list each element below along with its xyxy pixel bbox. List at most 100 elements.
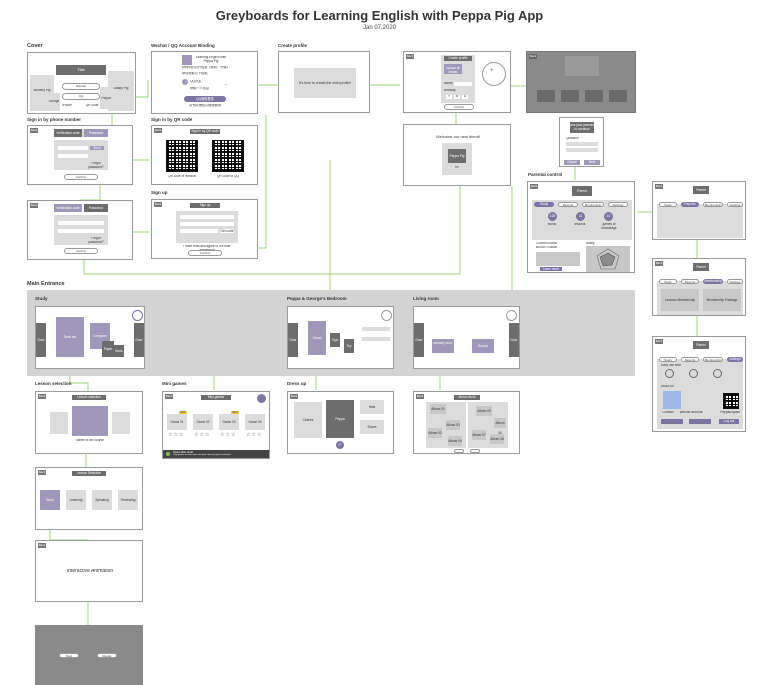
back-button[interactable]: Back xyxy=(655,339,663,344)
tab-reports[interactable]: Reports xyxy=(681,202,699,207)
tab-settings[interactable]: Settings xyxy=(608,202,628,207)
confirm-button[interactable]: Confirm xyxy=(188,250,222,256)
confirm-button[interactable]: Confirm xyxy=(64,248,98,254)
contact-button[interactable] xyxy=(661,419,683,424)
phone-input[interactable] xyxy=(58,221,104,225)
tab-membership[interactable]: Membership xyxy=(703,279,723,284)
album-item-6[interactable]: Album 06 xyxy=(494,418,506,435)
album-item-3[interactable]: Album 03 xyxy=(446,420,460,430)
logout-button[interactable]: Log out xyxy=(719,419,739,424)
course-prev[interactable] xyxy=(50,412,68,434)
tab-membership[interactable]: Membership xyxy=(703,357,723,362)
tab-settings[interactable]: Settings xyxy=(727,202,743,207)
story-card[interactable]: Story xyxy=(40,490,60,510)
closet[interactable]: Closet xyxy=(308,321,326,355)
back-button[interactable]: Back xyxy=(655,184,663,189)
code-input[interactable] xyxy=(180,229,218,233)
time-option-3[interactable] xyxy=(713,369,722,378)
next-button[interactable]: Next xyxy=(59,653,79,658)
door[interactable]: Door xyxy=(288,323,298,357)
qq-login-button[interactable]: QQ xyxy=(62,93,100,100)
time-option-1[interactable] xyxy=(665,369,674,378)
back-button[interactable]: Back xyxy=(165,394,173,399)
phone-input[interactable] xyxy=(58,146,88,150)
next-button[interactable]: Next xyxy=(584,160,600,165)
listening-card[interactable]: Listening xyxy=(66,490,86,510)
album-item-8[interactable]: Album 08 xyxy=(490,434,504,444)
day-field[interactable]: D xyxy=(462,95,468,99)
album-item-2[interactable]: Album 02 xyxy=(428,428,442,438)
course-next[interactable] xyxy=(112,412,130,434)
back-button[interactable]: Back xyxy=(530,184,538,189)
confirm-button[interactable]: Confirm xyxy=(444,104,474,110)
back-button[interactable]: Back xyxy=(30,203,38,208)
avatar-icon[interactable] xyxy=(381,310,392,321)
back-button[interactable]: Back xyxy=(406,54,414,59)
tab-study[interactable]: Study xyxy=(659,202,677,207)
lessons-membership-card[interactable]: Lessons Membership xyxy=(661,289,699,311)
plus-icon[interactable]: + xyxy=(490,68,494,74)
tab-settings[interactable]: Settings xyxy=(727,357,743,362)
reviewing-card[interactable]: Reviewing xyxy=(118,490,138,510)
character-card-1[interactable] xyxy=(537,90,555,102)
year-field[interactable]: Y xyxy=(446,95,452,99)
door-left[interactable]: Door xyxy=(36,323,46,357)
tab-reports[interactable]: Reports xyxy=(681,279,699,284)
replay-button[interactable]: Replay xyxy=(97,653,117,658)
tab-verification-code[interactable]: Verification code xyxy=(54,204,82,212)
learn-more-button[interactable]: Learn more xyxy=(540,267,562,271)
door-right[interactable]: Door xyxy=(134,323,144,357)
tab-password[interactable]: Password xyxy=(84,204,108,212)
avatar-icon[interactable] xyxy=(506,310,517,321)
tab-verification-code[interactable]: Verification code xyxy=(54,129,82,137)
forgot-link[interactable]: Forgot password? xyxy=(88,237,104,244)
shoes-panel[interactable]: Shoes xyxy=(360,420,384,434)
membership-package-card[interactable]: Membership Package xyxy=(703,289,741,311)
tab-password[interactable]: Password xyxy=(84,129,108,137)
door-left[interactable]: Door xyxy=(414,323,424,357)
back-button[interactable]: Back xyxy=(154,202,162,207)
gate-answer-1[interactable] xyxy=(566,142,598,146)
book[interactable]: Book xyxy=(114,345,124,357)
qr-login-link[interactable]: QR code xyxy=(85,104,99,107)
character-card-2[interactable] xyxy=(561,90,579,102)
iphone-login-link[interactable]: iPhone xyxy=(62,104,72,107)
code-input[interactable] xyxy=(58,154,88,158)
tab-settings[interactable]: Settings xyxy=(727,279,743,284)
character-card-4[interactable] xyxy=(609,90,627,102)
phone-input[interactable] xyxy=(180,215,234,219)
tab-membership[interactable]: Membership xyxy=(582,202,604,207)
back-button[interactable]: Back xyxy=(655,261,663,266)
password-input[interactable] xyxy=(180,222,234,226)
hats-panel[interactable]: Hats xyxy=(360,400,384,414)
back-button[interactable]: Back xyxy=(30,128,38,133)
wechat-login-button[interactable]: Wechat xyxy=(62,83,100,90)
game-card-1[interactable]: Game 01 xyxy=(167,414,187,430)
time-option-2[interactable] xyxy=(689,369,698,378)
get-code-button[interactable]: Get code xyxy=(220,229,234,233)
cancel-button[interactable]: Cancel xyxy=(564,160,580,165)
character-card-3[interactable] xyxy=(585,90,603,102)
password-input[interactable] xyxy=(58,229,104,233)
course-card[interactable] xyxy=(72,406,108,436)
prev-page-button[interactable] xyxy=(454,449,464,453)
door-right[interactable]: Door xyxy=(509,323,519,357)
avatar-upload[interactable]: Upload an avatar xyxy=(444,64,462,74)
album-item-1[interactable]: Album 01 xyxy=(430,404,446,414)
avatar-icon[interactable] xyxy=(132,310,143,321)
toy[interactable]: Toy xyxy=(344,339,354,353)
avatar-icon[interactable] xyxy=(257,394,266,403)
back-button[interactable]: Back xyxy=(290,394,298,399)
confirm-button[interactable]: Confirm xyxy=(64,174,98,180)
back-button[interactable]: Back xyxy=(416,394,424,399)
game-card-3[interactable]: Game 03 xyxy=(219,414,239,430)
tab-study[interactable]: Study xyxy=(659,279,677,284)
album-item-4[interactable]: Album 04 xyxy=(448,436,462,446)
toys[interactable]: Toys xyxy=(330,333,340,347)
back-button[interactable]: Back xyxy=(38,394,46,399)
gate-answer-2[interactable] xyxy=(566,148,598,152)
confirm-check-icon[interactable]: ✓ xyxy=(336,441,344,449)
speaking-card[interactable]: Speaking xyxy=(92,490,112,510)
back-button[interactable]: Back xyxy=(529,54,537,59)
forgot-link[interactable]: Forgot password? xyxy=(88,162,104,169)
